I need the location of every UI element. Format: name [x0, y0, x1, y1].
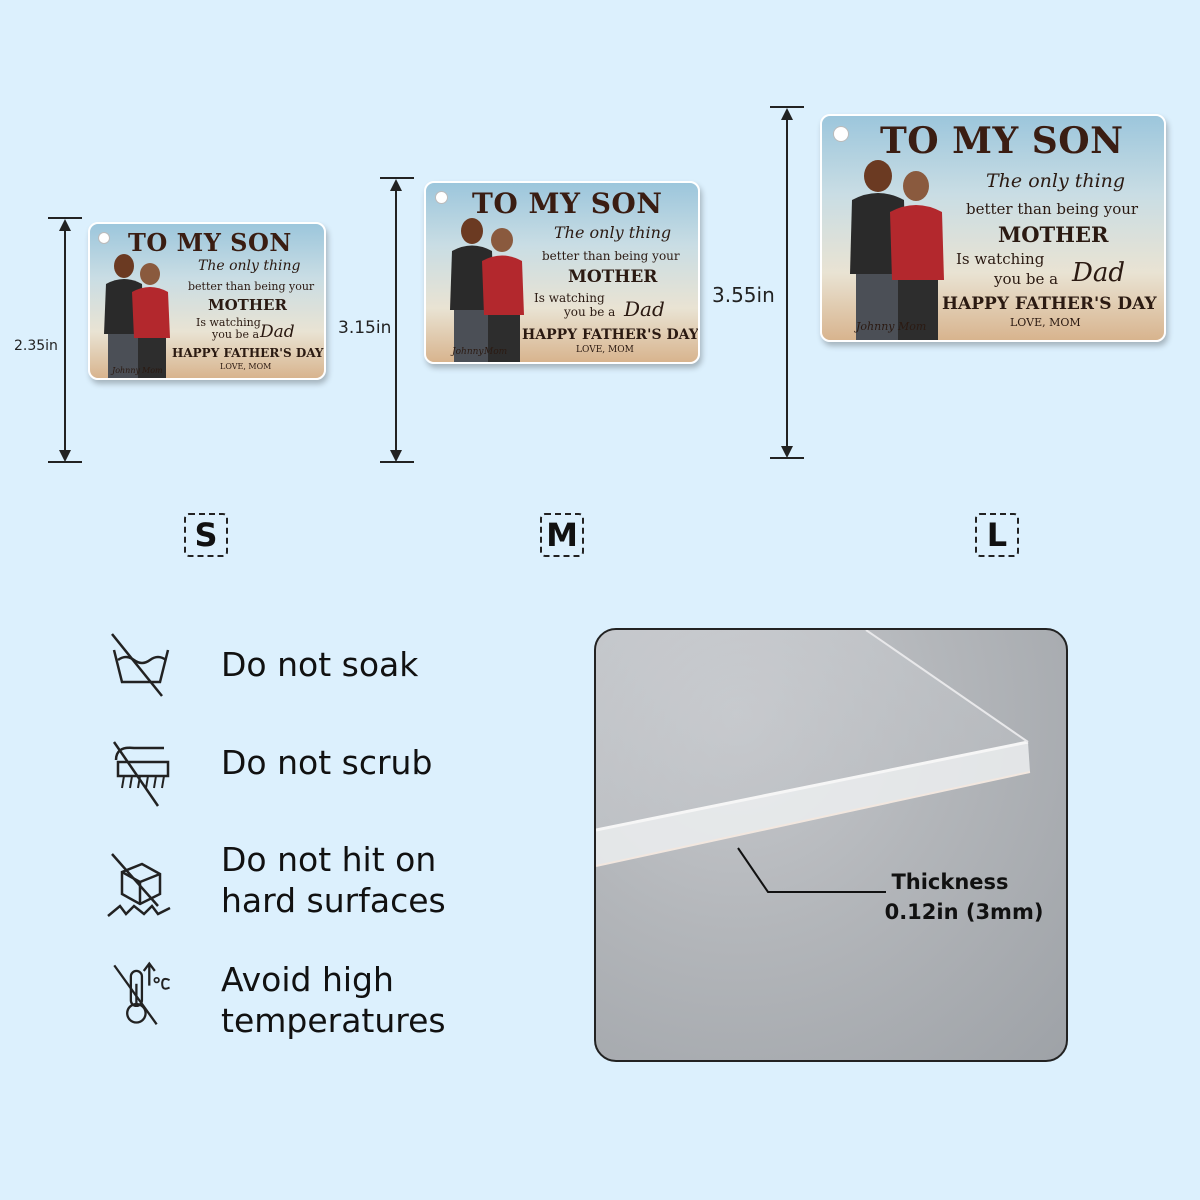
care-text-line: Do not hit on	[221, 840, 437, 879]
card-title: TO MY SON	[472, 187, 663, 220]
dimension-cap-top	[770, 106, 804, 108]
thickness-value: 0.12in (3mm)	[884, 900, 1044, 924]
arrow-down-icon	[781, 446, 793, 458]
card-text-line: you be a	[994, 270, 1059, 288]
dimension-line	[395, 182, 397, 458]
dimension-label: 2.35in	[14, 338, 58, 354]
thickness-label: Thickness	[891, 870, 1009, 894]
card-text-line: Is watching	[956, 250, 1045, 268]
acrylic-sheet-illustration	[596, 630, 1031, 893]
keychain-card-small: TO MY SON The only thing better than bei…	[88, 222, 326, 380]
card-dad-script: Dad	[1072, 258, 1125, 288]
arrow-up-icon	[781, 108, 793, 120]
card-happy-text: HAPPY FATHER'S DAY	[172, 346, 324, 360]
care-text-line: hard surfaces	[221, 881, 446, 920]
card-name-2: Mom	[142, 366, 163, 375]
acrylic-thickness-photo	[594, 628, 1068, 1062]
card-dad-script: Dad	[624, 297, 665, 321]
dimension-line	[64, 222, 66, 458]
card-text-line: Is watching	[196, 316, 261, 329]
size-badge-s[interactable]: S	[184, 513, 228, 557]
no-heat-icon	[113, 961, 171, 1025]
couple-illustration	[104, 254, 170, 378]
arrow-down-icon	[390, 450, 402, 462]
card-text-line: Is watching	[534, 291, 605, 305]
keyring-hole	[98, 232, 110, 244]
card-script-line: The only thing	[554, 223, 672, 242]
card-name-1: Johnny	[112, 366, 140, 375]
card-text-line: better than being your	[966, 200, 1139, 218]
dimension-cap-bottom	[770, 457, 804, 459]
care-text-heat: Avoid high temperatures	[221, 959, 446, 1041]
card-love-text: LOVE, MOM	[220, 362, 272, 371]
no-scrub-icon	[112, 741, 170, 807]
card-mother-text: MOTHER	[998, 222, 1109, 247]
card-mother-text: MOTHER	[208, 296, 287, 314]
card-name-1: Johnny	[452, 347, 484, 357]
size-badge-l[interactable]: L	[975, 513, 1019, 557]
keychain-card-medium: TO MY SON The only thing better than bei…	[424, 181, 700, 364]
dimension-line	[786, 111, 788, 454]
card-mother-text: MOTHER	[568, 267, 658, 287]
keyring-hole	[833, 126, 849, 142]
card-title: TO MY SON	[128, 228, 292, 257]
no-soak-icon	[111, 633, 170, 697]
card-text-line: better than being your	[188, 280, 315, 293]
care-text-hit: Do not hit on hard surfaces	[221, 839, 446, 921]
care-text-line: Avoid high	[221, 960, 394, 999]
care-text-soak: Do not soak	[221, 645, 419, 684]
dimension-cap-bottom	[48, 461, 82, 463]
card-dad-script: Dad	[260, 322, 295, 342]
couple-illustration	[850, 160, 944, 340]
dimension-label: 3.15in	[338, 318, 392, 338]
arrow-up-icon	[390, 179, 402, 191]
dimension-label: 3.55in	[712, 283, 775, 307]
card-name-2: Mom	[484, 347, 508, 357]
keychain-card-large: TO MY SON The only thing better than bei…	[820, 114, 1166, 342]
dimension-cap-bottom	[380, 461, 414, 463]
care-text-line: temperatures	[221, 1001, 446, 1040]
dimension-cap-top	[48, 217, 82, 219]
card-name-2: Mom	[898, 320, 927, 333]
card-script-line: The only thing	[198, 258, 301, 274]
couple-illustration	[450, 218, 524, 362]
no-hit-icon	[107, 853, 171, 917]
card-happy-text: HAPPY FATHER'S DAY	[522, 327, 699, 343]
card-name-1: Johnny	[856, 320, 895, 333]
card-text-line: you be a	[564, 305, 616, 319]
arrow-down-icon	[59, 450, 71, 462]
card-love-text: LOVE, MOM	[1010, 316, 1081, 329]
care-text-scrub: Do not scrub	[221, 743, 433, 782]
keyring-hole	[435, 191, 448, 204]
card-happy-text: HAPPY FATHER'S DAY	[942, 294, 1157, 314]
card-text-line: you be a	[212, 328, 260, 341]
card-script-line: The only thing	[986, 170, 1126, 192]
card-text-line: better than being your	[542, 249, 680, 263]
arrow-up-icon	[59, 219, 71, 231]
card-love-text: LOVE, MOM	[576, 345, 634, 355]
dimension-cap-top	[380, 177, 414, 179]
size-badge-m[interactable]: M	[540, 513, 584, 557]
card-title: TO MY SON	[880, 120, 1124, 162]
